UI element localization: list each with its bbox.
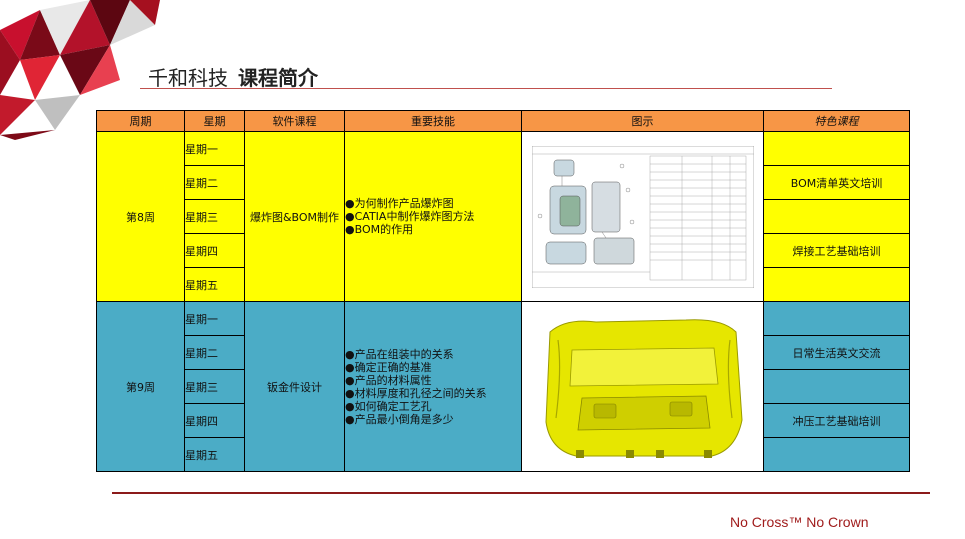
- day-cell: 星期二: [184, 335, 245, 370]
- week-cell: 第8周: [96, 131, 185, 302]
- col-header-skills: 重要技能: [344, 110, 522, 132]
- day-cell: 星期五: [184, 267, 245, 302]
- table-row: 星期三: [97, 199, 910, 234]
- decorative-triangles: [0, 0, 160, 140]
- skills-cell: ●为何制作产品爆炸图 ●CATIA中制作爆炸图方法 ●BOM的作用: [344, 131, 522, 302]
- day-cell: 星期五: [184, 437, 245, 472]
- special-course-cell: [763, 301, 910, 336]
- title-divider: [140, 88, 832, 89]
- skill-item: ●CATIA中制作爆炸图方法: [345, 210, 475, 223]
- table-row: 第9周 星期一 钣金件设计 ●产品在组装中的关系 ●确定正确的基准 ●产品的材料…: [96, 301, 910, 472]
- special-course-cell: [763, 267, 910, 302]
- col-header-software: 软件课程: [244, 110, 345, 132]
- skill-item: ●为何制作产品爆炸图: [345, 197, 454, 210]
- course-cell: 钣金件设计: [244, 301, 345, 472]
- footer-slogan: No Cross™ No Crown: [730, 514, 869, 530]
- special-course-cell: [763, 131, 910, 166]
- course-schedule-table: 周期 星期 软件课程 重要技能 图示 特色课程 第8周 星期一 爆炸图&BOM制…: [96, 110, 910, 472]
- table-row: 第8周 星期一 爆炸图&BOM制作 ●为何制作产品爆炸图 ●CATIA中制作爆炸…: [96, 131, 910, 302]
- table-row: 星期五: [97, 437, 910, 472]
- table-row: 星期四 焊接工艺基础培训: [97, 233, 910, 268]
- table-header-row: 周期 星期 软件课程 重要技能 图示 特色课程: [96, 110, 910, 132]
- day-cell: 星期四: [184, 403, 245, 438]
- skill-item: ●如何确定工艺孔: [345, 399, 432, 413]
- exploded-seat-bom-drawing: [531, 145, 754, 288]
- skill-item: ●产品在组装中的关系: [345, 347, 454, 361]
- table-row: 星期五: [97, 267, 910, 302]
- special-course-cell: 焊接工艺基础培训: [763, 233, 910, 268]
- col-header-special: 特色课程: [763, 110, 910, 132]
- table-row: 星期三: [97, 369, 910, 404]
- page-title: 千和科技课程简介: [148, 62, 318, 92]
- col-header-weekday: 星期: [184, 110, 245, 132]
- table-row: 星期四 冲压工艺基础培训: [97, 403, 910, 438]
- skill-item: ●确定正确的基准: [345, 360, 432, 374]
- title-subtitle: 课程简介: [238, 66, 318, 90]
- table-row: 星期二 BOM清单英文培训: [97, 165, 910, 200]
- skill-item: ●产品的材料属性: [345, 373, 432, 387]
- day-cell: 星期二: [184, 165, 245, 200]
- skills-cell: ●产品在组装中的关系 ●确定正确的基准 ●产品的材料属性 ●材料厚度和孔径之间的…: [344, 301, 522, 472]
- sheet-metal-part-yellow: [535, 309, 750, 464]
- footer-divider: [112, 492, 930, 494]
- day-cell: 星期一: [184, 131, 245, 166]
- special-course-cell: BOM清单英文培训: [763, 165, 910, 200]
- skill-item: ●产品最小倒角是多少: [345, 412, 454, 426]
- col-header-period: 周期: [96, 110, 185, 132]
- week-cell: 第9周: [96, 301, 185, 472]
- day-cell: 星期四: [184, 233, 245, 268]
- special-course-cell: 日常生活英文交流: [763, 335, 910, 370]
- day-cell: 星期三: [184, 369, 245, 404]
- special-course-cell: [763, 437, 910, 472]
- course-cell: 爆炸图&BOM制作: [244, 131, 345, 302]
- table-row: 星期二 日常生活英文交流: [97, 335, 910, 370]
- figure-cell: [521, 131, 764, 302]
- figure-cell: [521, 301, 764, 472]
- skill-item: ●材料厚度和孔径之间的关系: [345, 386, 487, 400]
- company-name: 千和科技: [148, 66, 228, 90]
- day-cell: 星期一: [184, 301, 245, 336]
- special-course-cell: [763, 199, 910, 234]
- special-course-cell: [763, 369, 910, 404]
- day-cell: 星期三: [184, 199, 245, 234]
- skill-item: ●BOM的作用: [345, 223, 414, 236]
- col-header-figure: 图示: [521, 110, 764, 132]
- special-course-cell: 冲压工艺基础培训: [763, 403, 910, 438]
